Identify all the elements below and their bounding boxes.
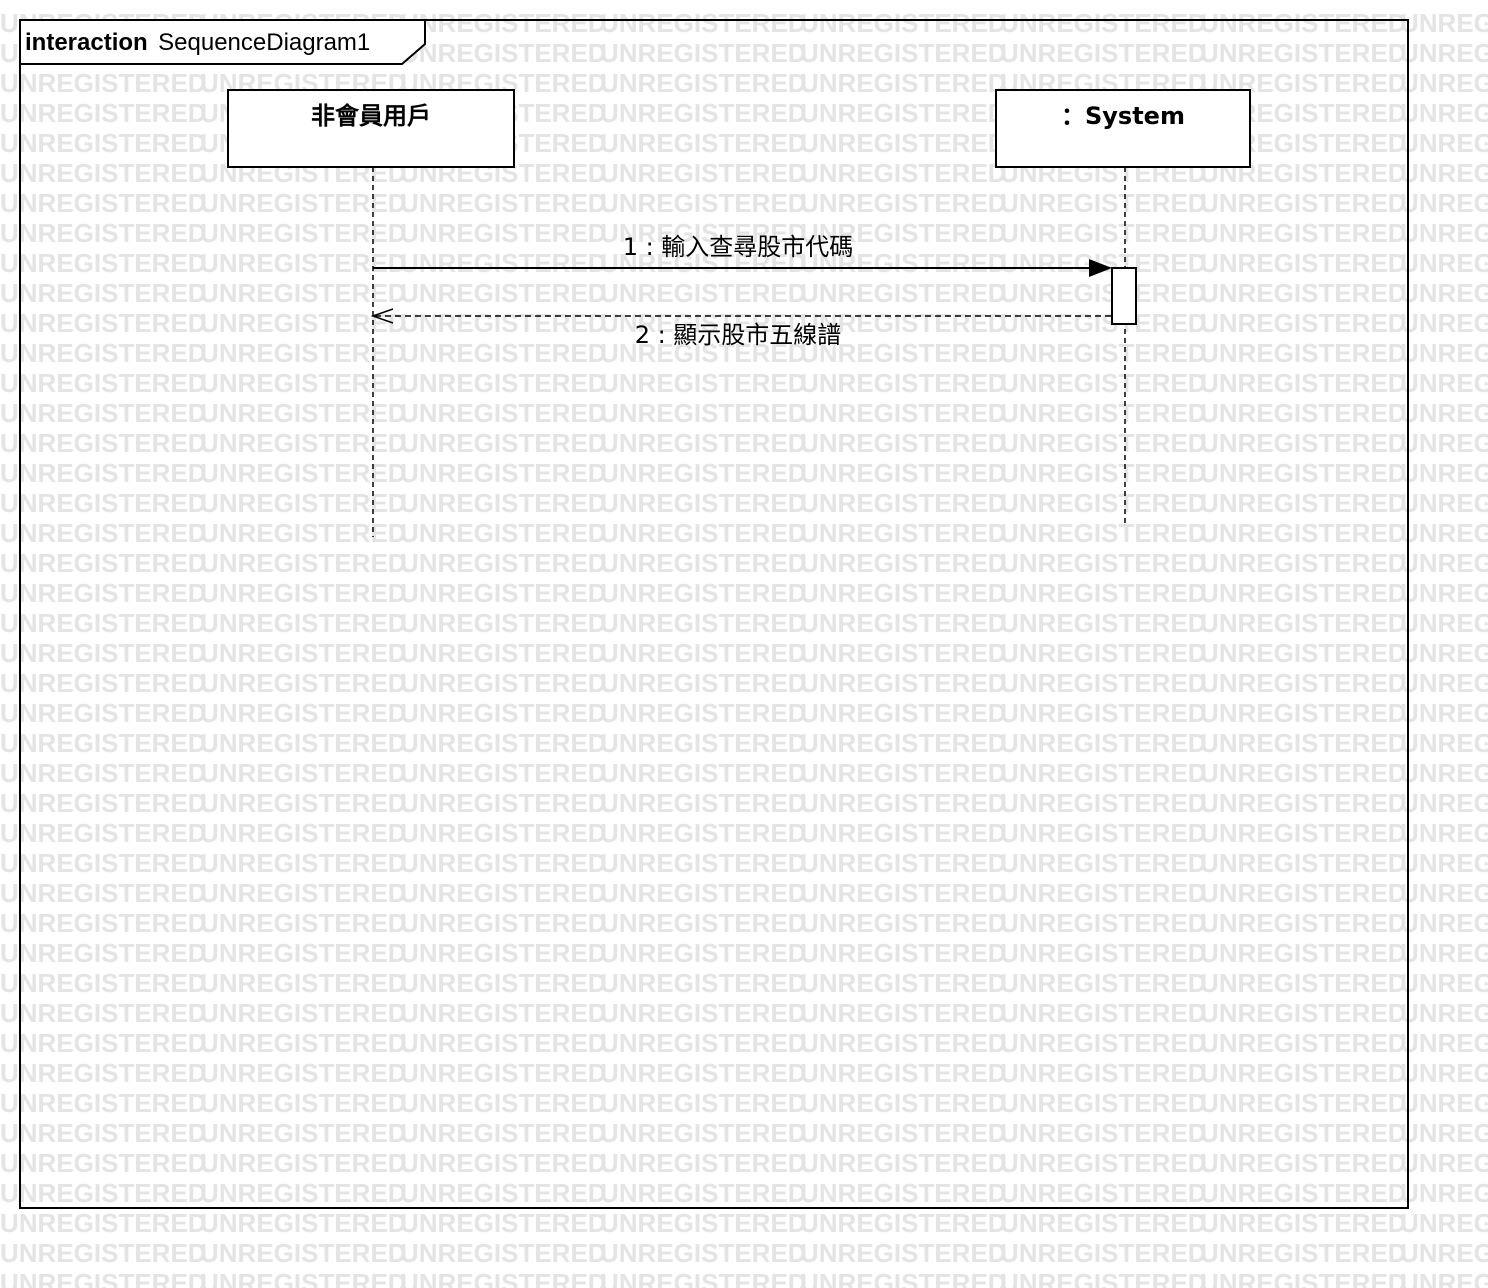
message-2-label: 2 : 顯示股市五線譜 [635, 321, 842, 349]
lifeline-system[interactable]: ：System [995, 89, 1251, 524]
frame-label-tab [19, 19, 426, 65]
message-1-label: 1 : 輸入查尋股市代碼 [623, 233, 854, 261]
frame-keyword: interaction [25, 29, 148, 56]
lifeline-system-head[interactable] [995, 89, 1251, 168]
frame-label: interaction SequenceDiagram1 [25, 29, 370, 56]
filled-arrowhead-icon [1089, 259, 1112, 277]
activation-bar[interactable] [1111, 267, 1137, 325]
frame-name: SequenceDiagram1 [158, 29, 370, 56]
interaction-frame [19, 19, 1409, 1209]
lifeline-system-title: ：System [1061, 102, 1185, 130]
lifeline-user-title: 非會員用戶 [311, 102, 431, 130]
message-1[interactable]: 1 : 輸入查尋股市代碼 [373, 233, 1112, 277]
message-2[interactable]: 2 : 顯示股市五線譜 [370, 308, 1112, 349]
lifeline-user-head[interactable] [227, 89, 515, 168]
open-arrowhead-icon [370, 308, 394, 324]
lifeline-user[interactable]: 非會員用戶 [227, 89, 515, 537]
